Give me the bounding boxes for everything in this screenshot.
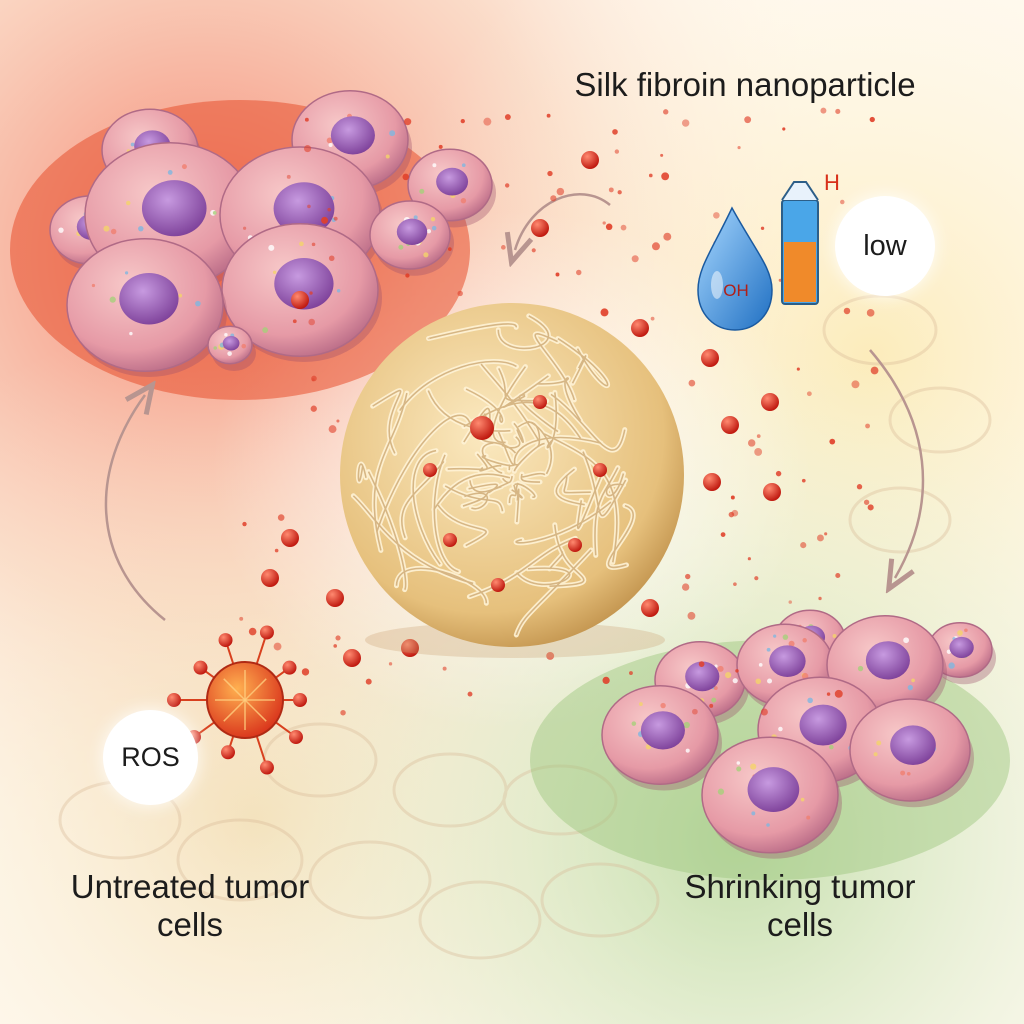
nucleus xyxy=(436,167,469,196)
ros-molecule-icon xyxy=(167,625,307,775)
ros-label: ROS xyxy=(103,710,198,805)
embedded-drug xyxy=(443,533,457,547)
curved-arrow-icon xyxy=(515,193,611,250)
drug-particle xyxy=(641,599,659,617)
test-tube-icon: H xyxy=(781,170,840,305)
curved-arrow-icon xyxy=(869,349,925,578)
nucleus xyxy=(141,180,207,237)
drop-label: OH xyxy=(723,281,749,300)
nucleus xyxy=(890,725,936,765)
drug-particle xyxy=(531,219,549,237)
untreated-tumor-cell xyxy=(207,325,256,372)
shrinking-tumor-cluster xyxy=(601,609,996,859)
shrinking-tumor-cell xyxy=(849,698,974,808)
drug-particle xyxy=(343,649,361,667)
nucleus xyxy=(769,645,806,677)
drug-particle xyxy=(581,151,599,169)
drug-particle xyxy=(761,393,779,411)
embedded-drug xyxy=(470,416,494,440)
nucleus xyxy=(949,636,974,658)
nucleus xyxy=(799,704,847,746)
nucleus xyxy=(119,273,179,325)
drug-particle xyxy=(261,569,279,587)
drug-particles xyxy=(239,107,879,716)
untreated-tumor-cluster xyxy=(10,89,496,400)
silk-fibroin-nanoparticle xyxy=(340,303,684,658)
untreated-tumor-cell xyxy=(369,200,454,276)
nucleus xyxy=(274,258,334,310)
embedded-drug xyxy=(568,538,582,552)
nucleus xyxy=(685,661,720,692)
nucleus xyxy=(747,767,800,812)
embedded-drug xyxy=(533,395,547,409)
low-ph-label: low xyxy=(835,196,935,296)
untreated-tumor-cell xyxy=(66,237,227,377)
shrinking-tumor-cell xyxy=(601,684,722,791)
nucleus xyxy=(396,218,428,245)
shrinking-tumor-cell xyxy=(701,736,842,859)
drug-particle xyxy=(721,416,739,434)
drug-particle xyxy=(401,639,419,657)
drug-particle xyxy=(703,473,721,491)
drug-particle xyxy=(631,319,649,337)
curved-arrow-icon xyxy=(104,395,166,621)
tube-mark: H xyxy=(824,170,840,195)
embedded-drug xyxy=(423,463,437,477)
drug-particle xyxy=(291,291,309,309)
drug-particle xyxy=(701,349,719,367)
nucleus xyxy=(273,182,335,236)
shrinking-label: Shrinking tumor cells xyxy=(684,868,916,943)
untreated-label: Untreated tumor cells xyxy=(70,868,310,943)
nucleus xyxy=(640,711,685,750)
drug-particle xyxy=(281,529,299,547)
water-drop-icon: OH xyxy=(697,206,773,331)
nucleus xyxy=(222,335,240,351)
shrinking-tumor-cell xyxy=(927,622,996,685)
embedded-drug xyxy=(593,463,607,477)
nucleus xyxy=(330,116,375,155)
drug-particle xyxy=(326,589,344,607)
embedded-drug xyxy=(491,578,505,592)
nanoparticle-title: Silk fibroin nanoparticle xyxy=(574,66,916,103)
drug-particle xyxy=(763,483,781,501)
nucleus xyxy=(865,641,910,680)
